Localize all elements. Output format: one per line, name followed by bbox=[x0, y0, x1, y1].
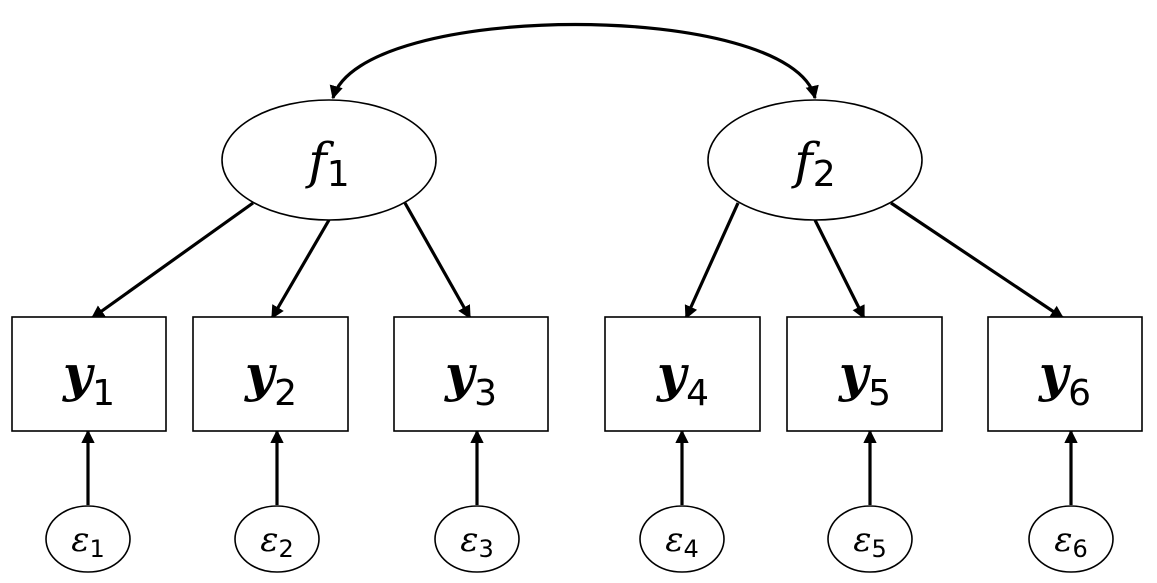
error-label: ε2 bbox=[260, 520, 294, 563]
loading-arrow-f2-y5 bbox=[813, 219, 866, 320]
indicator-y1: y1 bbox=[11, 316, 167, 432]
error-label: ε5 bbox=[853, 520, 887, 563]
indicator-y3: y3 bbox=[393, 316, 549, 432]
error-e3: ε3 bbox=[434, 505, 520, 573]
factor-f1: f1 bbox=[221, 99, 437, 221]
loading-arrow-f1-y2 bbox=[270, 219, 331, 320]
loading-arrow-f2-y6 bbox=[890, 201, 1065, 320]
indicator-label: y6 bbox=[1038, 344, 1091, 414]
loading-arrow-f1-y3 bbox=[403, 202, 472, 320]
covariance-arc-f1-f2 bbox=[329, 22, 819, 100]
indicator-y2: y2 bbox=[192, 316, 349, 432]
error-e6: ε6 bbox=[1028, 505, 1114, 573]
error-label: ε6 bbox=[1054, 520, 1088, 563]
indicator-label: y5 bbox=[838, 344, 891, 414]
error-label: ε1 bbox=[71, 520, 105, 563]
error-label: ε4 bbox=[665, 520, 699, 563]
error-arrows bbox=[81, 429, 1078, 505]
loading-arrow-f1-y1 bbox=[90, 201, 254, 320]
indicator-y4: y4 bbox=[604, 316, 761, 432]
error-e1: ε1 bbox=[45, 505, 131, 573]
loading-arrows bbox=[90, 201, 1065, 320]
error-e4: ε4 bbox=[639, 505, 725, 573]
indicator-y5: y5 bbox=[786, 316, 943, 432]
error-label: ε3 bbox=[460, 520, 494, 563]
indicator-label: y3 bbox=[444, 344, 497, 414]
indicator-label: y2 bbox=[244, 344, 297, 414]
error-e5: ε5 bbox=[827, 505, 913, 573]
error-e2: ε2 bbox=[234, 505, 320, 573]
loading-arrow-f2-y4 bbox=[684, 202, 740, 320]
indicator-label: y1 bbox=[62, 344, 115, 414]
indicator-label: y4 bbox=[656, 344, 709, 414]
indicator-y6: y6 bbox=[987, 316, 1143, 432]
factor-f2: f2 bbox=[707, 99, 923, 221]
